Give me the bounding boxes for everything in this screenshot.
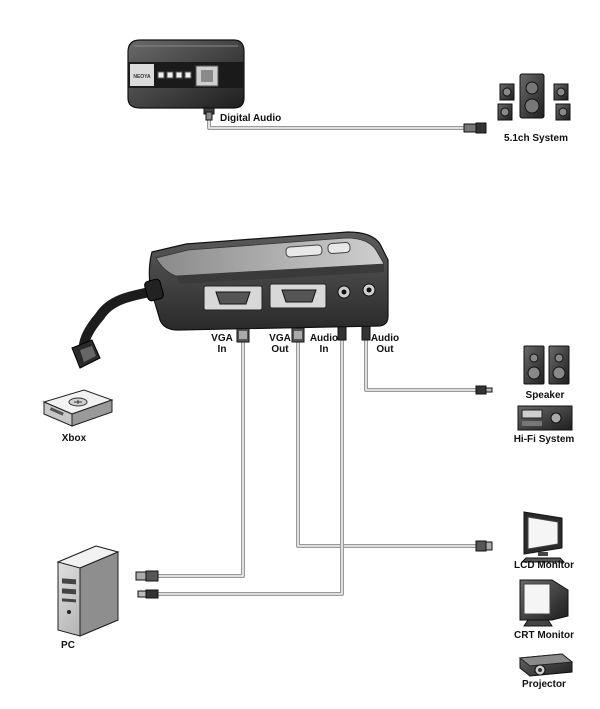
decoder-button [157, 71, 165, 79]
audio-out-port-icon [362, 283, 376, 297]
projector-icon [518, 653, 574, 677]
svg-text:In: In [218, 344, 227, 355]
audio-in-port-label: Audio In [310, 333, 338, 355]
hifi-label: Hi-Fi System [514, 434, 575, 445]
switch-button [285, 244, 323, 258]
crt-monitor-icon [519, 579, 569, 627]
cable-strain-relief-icon [144, 278, 164, 302]
decoder-button [166, 71, 174, 79]
vga-out-port-icon [281, 289, 317, 303]
vga-out-connector-icon [291, 327, 305, 343]
cable-digital-audio [207, 116, 472, 130]
decoder-brand: NEOYA [133, 74, 151, 80]
svg-text:Out: Out [376, 344, 394, 355]
speaker-label: Speaker [526, 390, 565, 401]
vga-plug-icon [475, 540, 493, 552]
optical-plug-icon [463, 122, 487, 134]
cable-audio-in-to-pc [156, 338, 344, 596]
hifi-system-icon [517, 405, 573, 431]
switch-button [327, 242, 351, 254]
vga-in-port-label: VGA In [211, 333, 233, 355]
crt-monitor-label: CRT Monitor [514, 630, 574, 641]
svg-text:In: In [320, 344, 329, 355]
audio-in-port-icon [337, 285, 351, 299]
cable-vga-out-to-monitor [296, 338, 480, 548]
audio-decoder-device: NEOYA [127, 39, 245, 109]
switch-unit [148, 231, 389, 331]
svg-text:Out: Out [271, 344, 289, 355]
audio-out-port-label: Audio Out [371, 333, 399, 355]
cable-vga-in-to-pc [156, 338, 245, 578]
projector-label: Projector [522, 679, 566, 690]
lcd-monitor-label: LCD Monitor [514, 560, 574, 571]
audio-plug-icon [137, 589, 159, 599]
pc-tower-icon [56, 545, 120, 637]
surround-label: 5.1ch System [504, 133, 568, 144]
svg-text:VGA: VGA [269, 333, 291, 344]
xbox-connector-icon [71, 339, 101, 369]
decoder-button [175, 71, 183, 79]
decoder-label: Digital Audio [220, 113, 281, 124]
vga-out-port-label: VGA Out [269, 333, 291, 355]
cable-audio-out-to-speaker [364, 338, 480, 392]
vga-in-connector-icon [236, 327, 250, 343]
audio-plug-icon [475, 385, 493, 395]
vga-plug-icon [135, 570, 159, 582]
xbox-label: Xbox [62, 433, 87, 444]
svg-text:Audio: Audio [310, 333, 338, 344]
svg-text:VGA: VGA [211, 333, 233, 344]
svg-text:Audio: Audio [371, 333, 399, 344]
vga-in-port-icon [215, 291, 251, 305]
speaker-icon [523, 345, 570, 385]
pc-label: PC [61, 640, 75, 651]
xbox-icon [42, 389, 114, 427]
surround-speaker-icon [497, 73, 571, 121]
lcd-monitor-icon [520, 511, 566, 563]
decoder-button [184, 71, 192, 79]
